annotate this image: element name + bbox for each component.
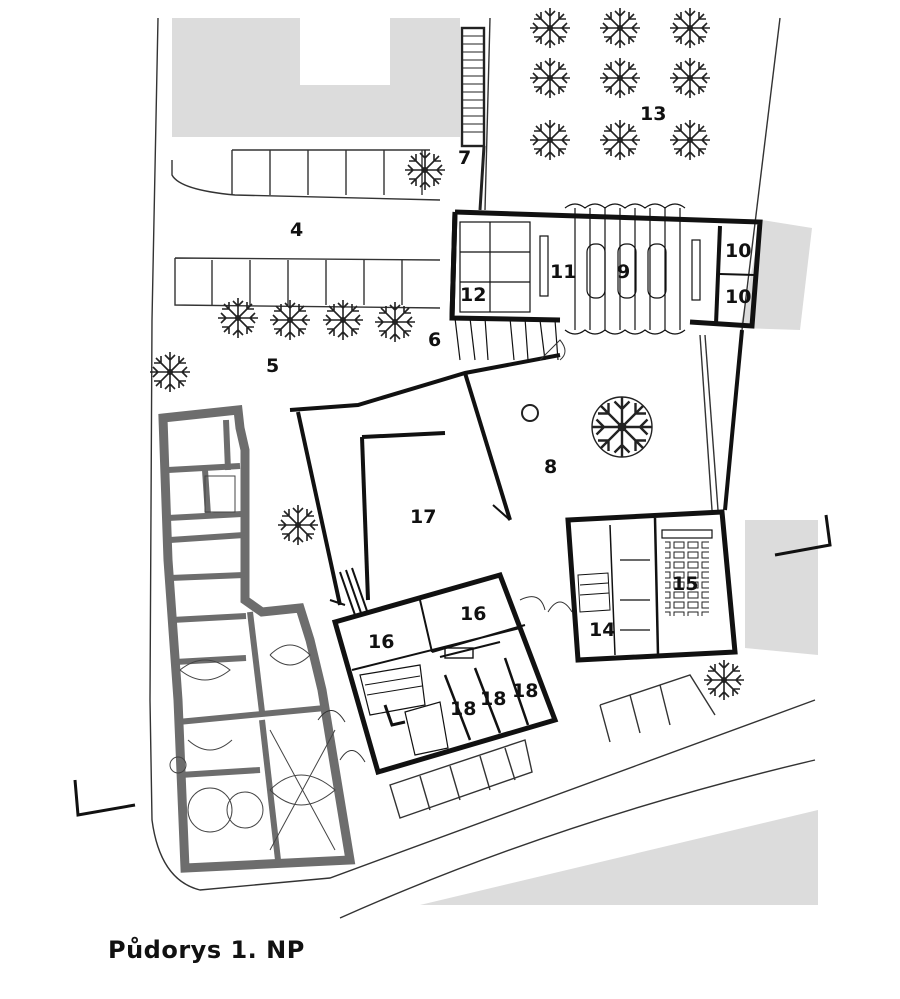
- label-15: 15: [672, 573, 698, 595]
- label-4: 4: [290, 219, 303, 241]
- label-18b: 18: [480, 688, 506, 710]
- label-12: 12: [460, 284, 486, 306]
- label-10b: 10: [725, 286, 751, 308]
- block-16-18: [331, 571, 559, 776]
- label-6: 6: [428, 329, 441, 351]
- label-17: 17: [410, 506, 436, 528]
- room-labels: 4 5 6 7 8 9 10 10 11 12 13 14 15 16 16 1…: [266, 103, 751, 720]
- label-16b: 16: [460, 603, 486, 625]
- label-5: 5: [266, 355, 279, 377]
- central-walls: [73, 329, 832, 817]
- historic-building: [158, 405, 356, 873]
- stair-7: [460, 26, 486, 211]
- label-7: 7: [458, 147, 471, 169]
- label-13: 13: [640, 103, 666, 125]
- label-14: 14: [589, 619, 615, 641]
- label-16a: 16: [368, 631, 394, 653]
- neighbouring-buildings: [172, 18, 818, 905]
- label-11: 11: [550, 261, 576, 283]
- label-8: 8: [544, 456, 557, 478]
- courtyard-column: [521, 404, 539, 422]
- courtyard-circle: [591, 396, 653, 458]
- north-block: [449, 203, 763, 361]
- stair-17: [339, 567, 501, 659]
- label-18c: 18: [512, 680, 538, 702]
- block-14-15: [565, 509, 738, 663]
- door-swings: [317, 339, 573, 763]
- plan-caption: Půdorys 1. NP: [108, 936, 305, 964]
- site-lines: [149, 17, 816, 919]
- label-9: 9: [617, 261, 630, 283]
- label-10a: 10: [725, 240, 751, 262]
- label-18a: 18: [450, 698, 476, 720]
